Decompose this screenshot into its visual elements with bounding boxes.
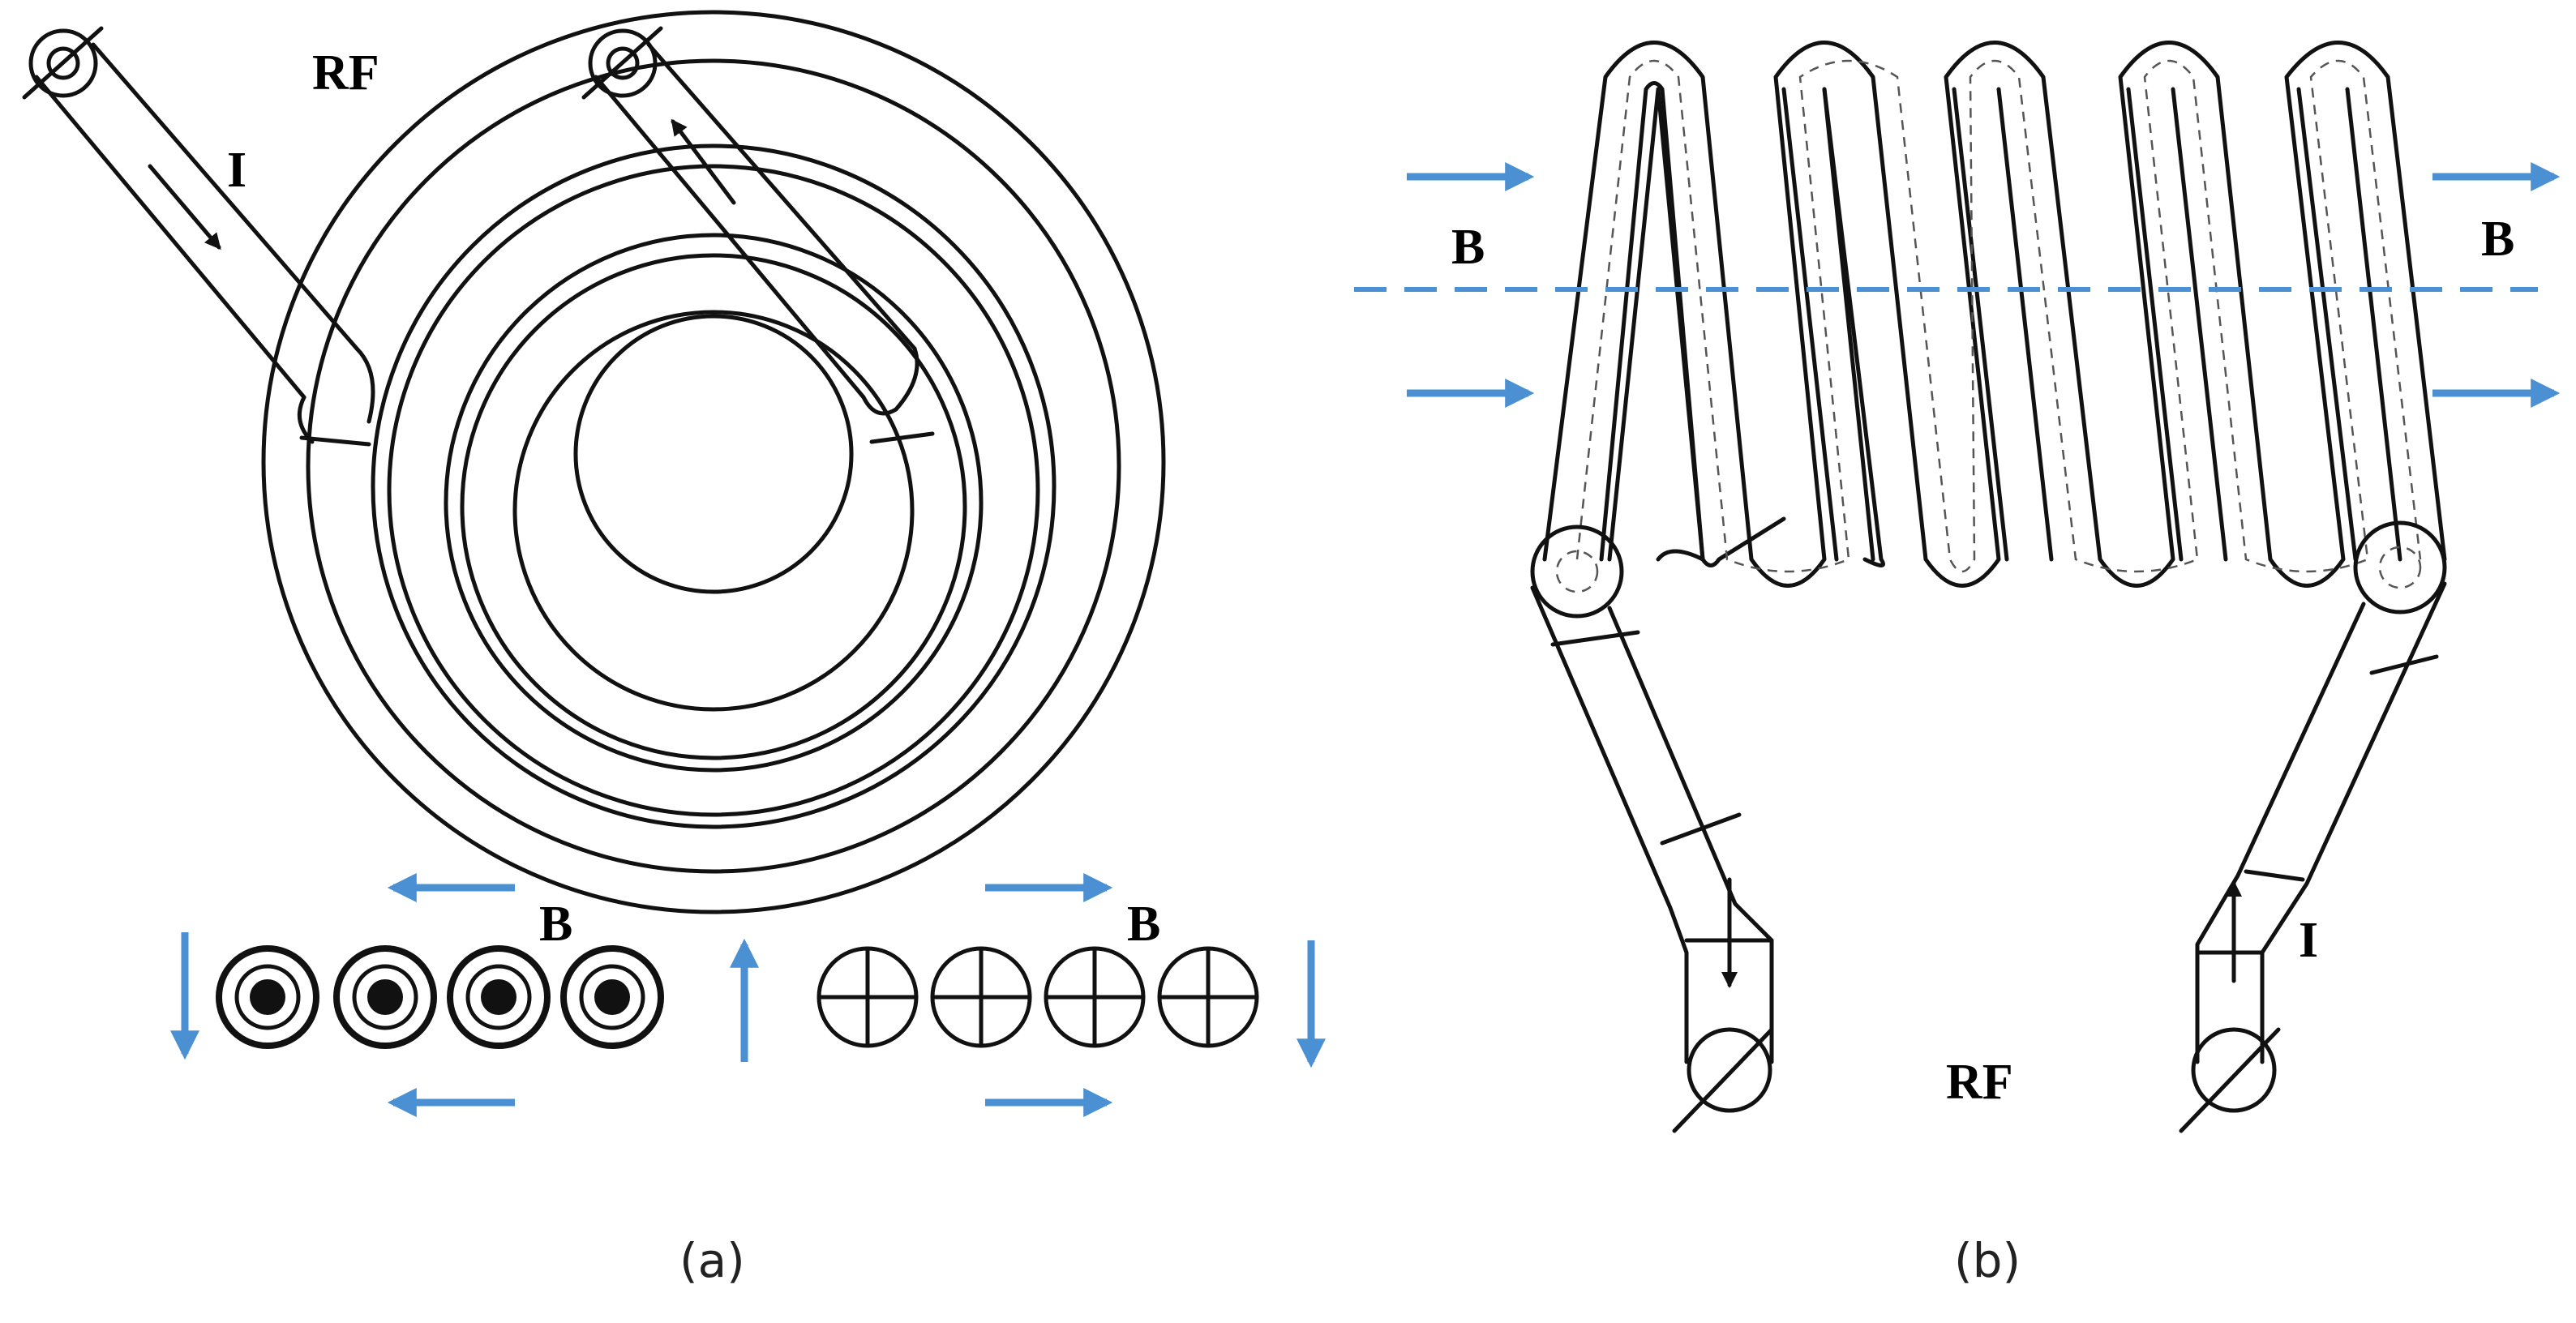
- field-label-left: B: [1451, 220, 1485, 275]
- panel-b-solenoid-coil: B B RF I: [1354, 41, 2561, 1133]
- right-lead-tube: [581, 26, 935, 444]
- field-into-page-icon: [1044, 946, 1146, 1048]
- rf-label: RF: [1946, 1055, 2013, 1110]
- current-arrow-icon: [148, 164, 221, 250]
- current-arrow-icon: [671, 118, 736, 205]
- field-label-right: B: [1127, 897, 1160, 952]
- terminal-icon: [2191, 1027, 2277, 1113]
- panel-b-field-arrows: [1354, 162, 2561, 408]
- caption-b: (b): [1954, 1233, 2021, 1288]
- terminal-icon: [1687, 1027, 1772, 1113]
- left-lead-tube: [22, 26, 375, 447]
- panel-a-spiral-coil: RF I: [22, 10, 1166, 914]
- field-label-right: B: [2481, 212, 2514, 267]
- cross-section-into-page: [817, 946, 1259, 1048]
- right-lead-leg: [2179, 520, 2447, 1133]
- field-into-page-icon: [817, 946, 919, 1048]
- field-out-of-page-icon: [447, 945, 551, 1049]
- panel-a-field-arrows: [170, 873, 1326, 1117]
- terminal-icon: [588, 28, 658, 98]
- terminal-icon: [28, 28, 98, 98]
- rf-label: RF: [312, 45, 379, 101]
- current-label: I: [2299, 913, 2318, 968]
- field-out-of-page-icon: [216, 945, 319, 1049]
- caption-a: (a): [679, 1233, 745, 1288]
- current-label: I: [227, 143, 246, 198]
- field-label-left: B: [539, 897, 572, 952]
- field-into-page-icon: [1157, 946, 1259, 1048]
- left-lead-leg: [1530, 524, 1774, 1133]
- field-into-page-icon: [930, 946, 1032, 1048]
- field-out-of-page-icon: [560, 945, 664, 1049]
- spiral-tube: [261, 10, 1166, 914]
- field-out-of-page-icon: [333, 945, 437, 1049]
- cross-section-out-of-page: [216, 945, 664, 1049]
- solenoid-hidden-lines: [1575, 59, 2422, 573]
- solenoid-loops: [1542, 41, 2447, 588]
